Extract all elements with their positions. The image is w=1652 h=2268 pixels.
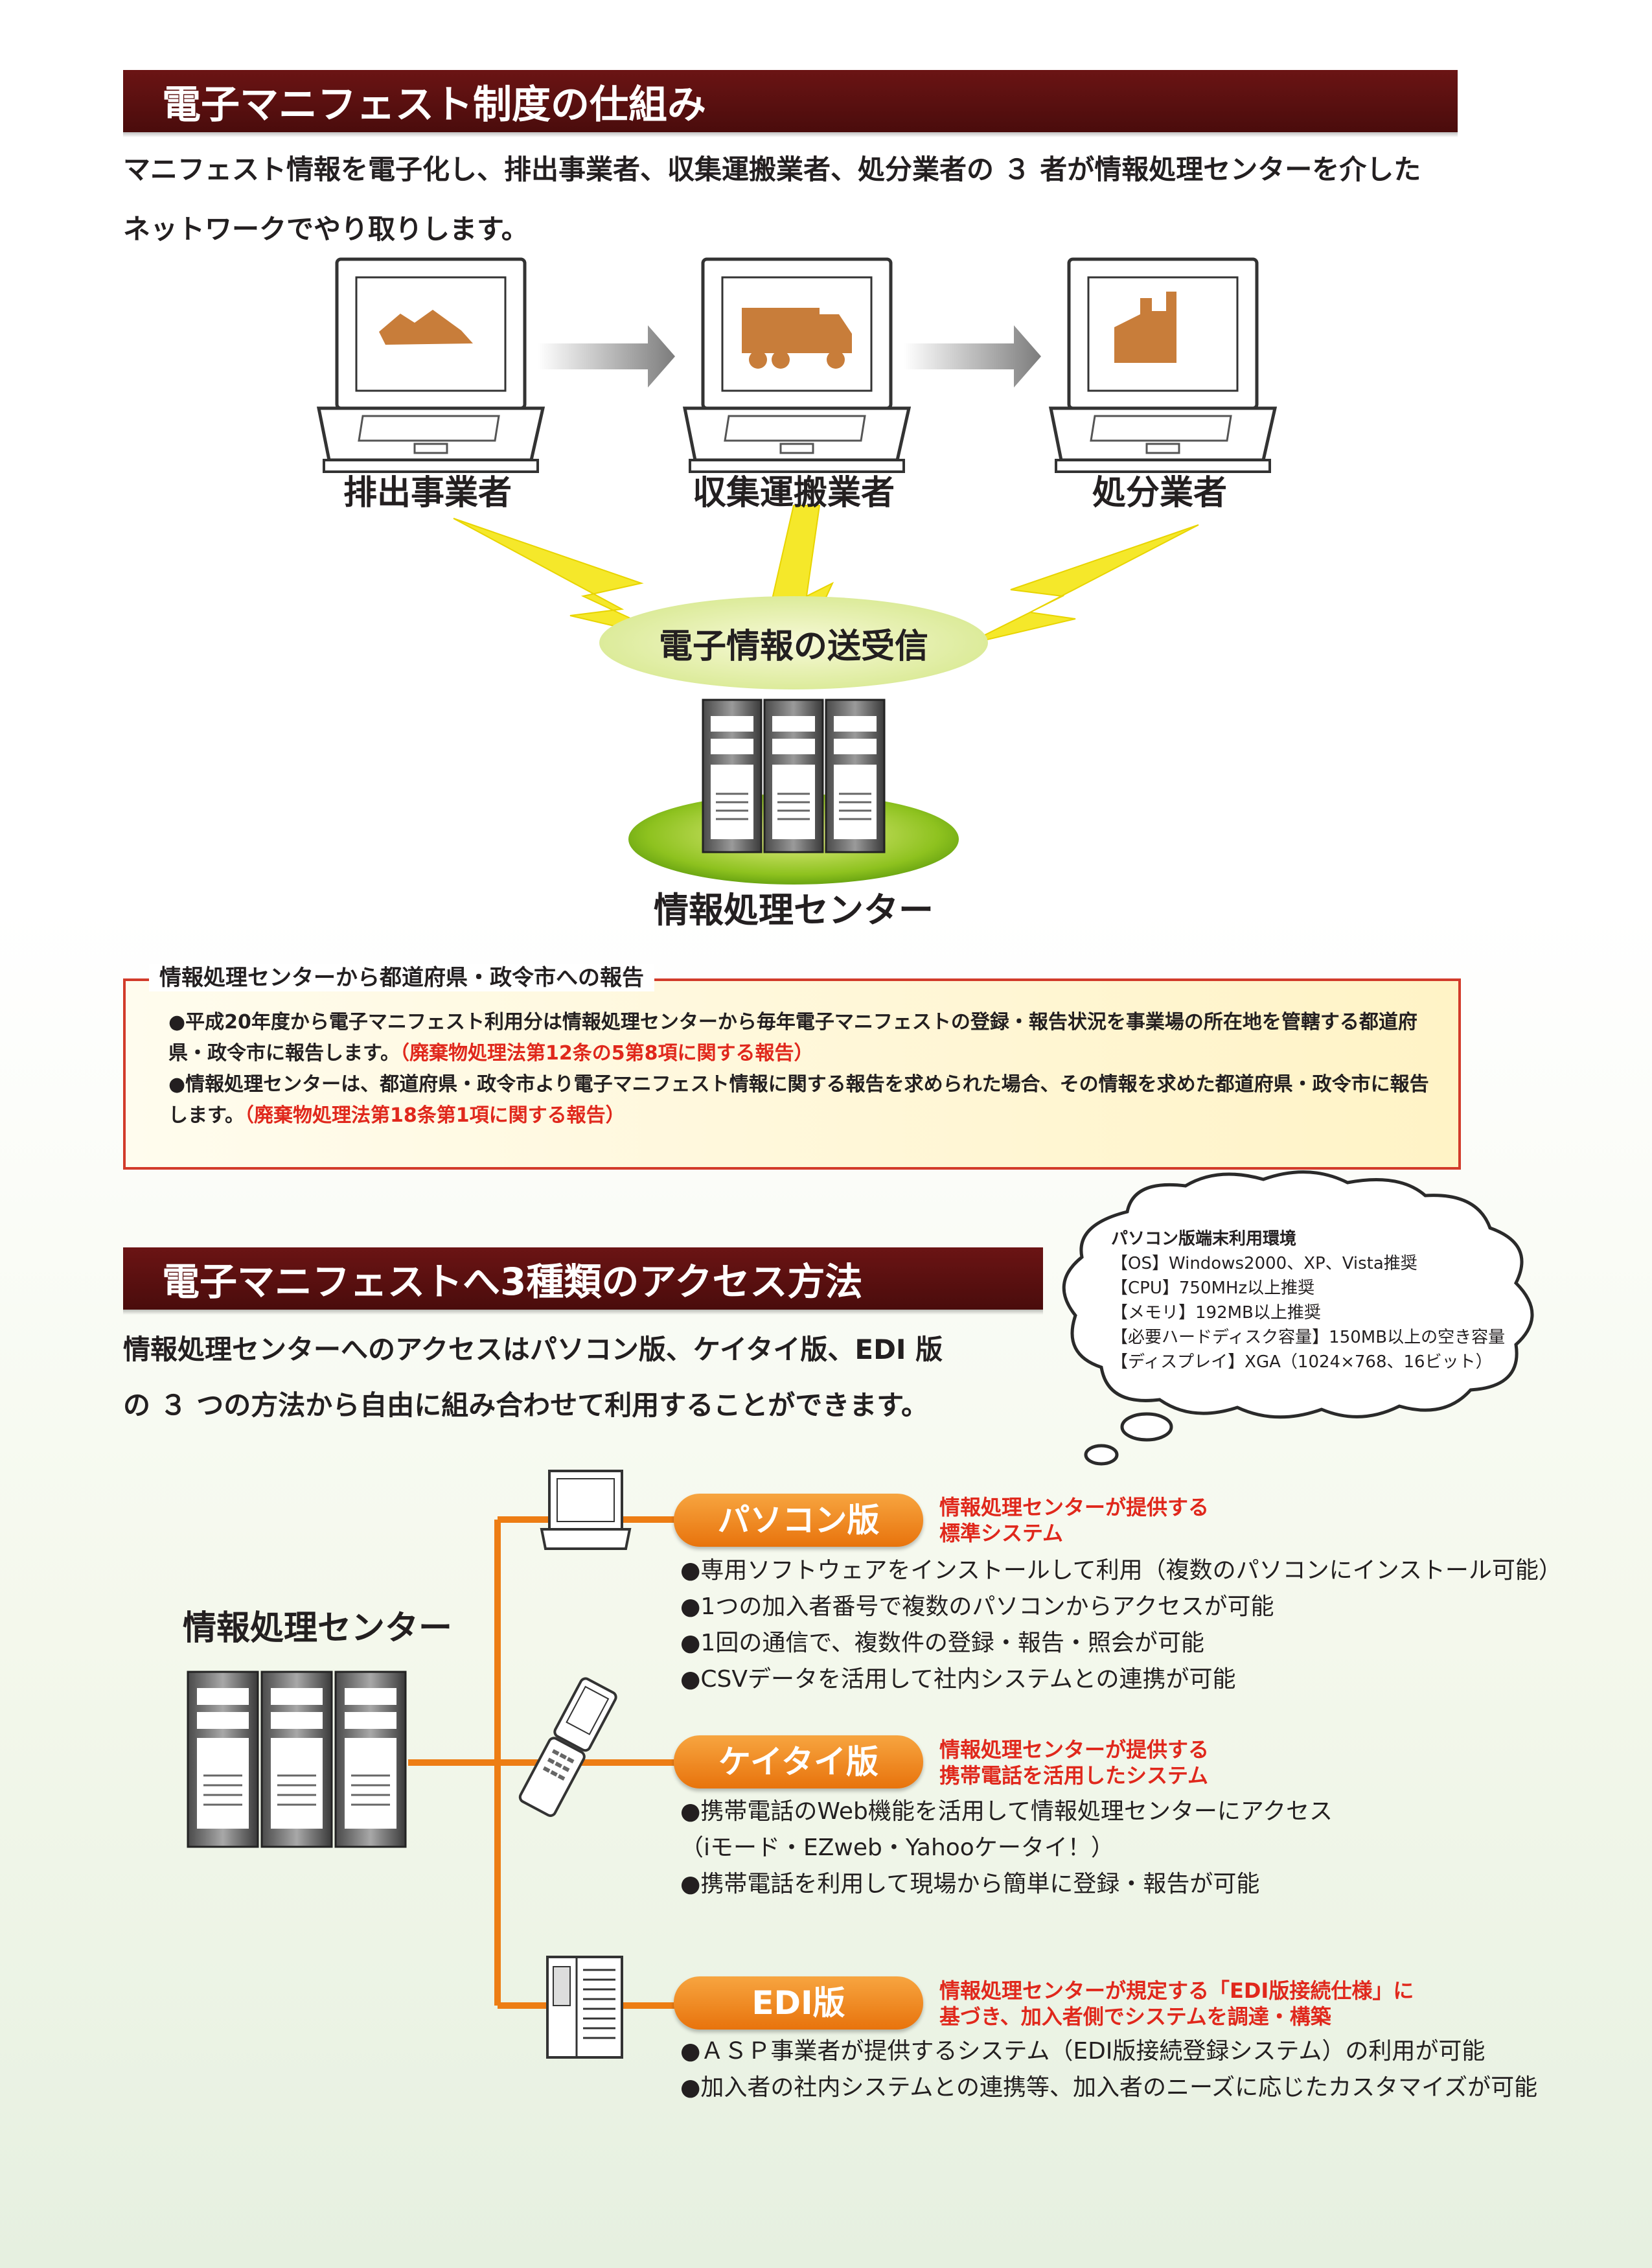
building-icon: [379, 310, 473, 345]
method-mobile-desc-line1: 情報処理センターが提供する: [939, 1737, 1210, 1762]
edi-system-icon: [546, 1956, 623, 2059]
lightning-bolt-right: [965, 524, 1199, 645]
notice-paragraph-2: ●情報処理センターは、都道府県・政令市より電子マニフェスト情報に関する報告を求め…: [168, 1069, 1432, 1131]
notice-p2-ref: （廃棄物処理法第18条第1項に関する報告）: [244, 1104, 625, 1127]
notice-paragraph-1: ●平成20年度から電子マニフェスト利用分は情報処理センターから毎年電子マニフェス…: [168, 1007, 1432, 1069]
report-notice-box: ●平成20年度から電子マニフェスト利用分は情報処理センターから毎年電子マニフェス…: [123, 978, 1461, 1170]
cloud-line-cpu: 【CPU】750MHz以上推奨: [1111, 1279, 1315, 1298]
server-icon-access: [187, 1671, 407, 1848]
section2-intro-line1: 情報処理センターへのアクセスはパソコン版、ケイタイ版、EDI 版: [123, 1334, 943, 1365]
section2-title: 電子マニフェストへ3種類のアクセス方法: [162, 1260, 863, 1304]
section2-intro-line2: の ３ つの方法から自由に組み合わせて利用することができます。: [123, 1389, 929, 1421]
section1-intro: マニフェスト情報を電子化し、排出事業者、収集運搬業者、処分業者の ３ 者が情報処…: [123, 140, 1516, 259]
flow-arrow-1: [538, 325, 675, 388]
list-item: ●専用ソフトウェアをインストールして利用（複数のパソコンにインストール可能）: [680, 1557, 1562, 1584]
notice-title: 情報処理センターから都道府県・政令市への報告: [149, 964, 654, 991]
section1-intro-line1: マニフェスト情報を電子化し、排出事業者、収集運搬業者、処分業者の ３ 者が情報処…: [123, 154, 1421, 185]
section2-intro: 情報処理センターへのアクセスはパソコン版、ケイタイ版、EDI 版 の ３ つの方…: [123, 1322, 1095, 1433]
laptop-icon-discharger: [316, 257, 545, 473]
method-pc-desc-line1: 情報処理センターが提供する: [939, 1495, 1210, 1520]
method-edi-features: ●ＡＳＰ事業者が提供するシステム（EDI版接続登録システム）の利用が可能 ●加入…: [680, 2033, 1639, 2106]
method-edi-badge: EDI版: [674, 1976, 923, 2030]
cloud-line-disk: 【必要ハードディスク容量】150MB以上の空き容量: [1111, 1328, 1506, 1347]
method-mobile-features: ●携帯電話のWeb機能を活用して情報処理センターにアクセス （iモード・EZwe…: [680, 1794, 1626, 1903]
method-mobile-desc-line2: 携帯電話を活用したシステム: [939, 1763, 1209, 1788]
method-pc-desc: 情報処理センターが提供する 標準システム: [939, 1494, 1393, 1546]
flow-arrow-2: [904, 325, 1041, 388]
exchange-label: 電子情報の送受信: [658, 627, 928, 666]
method-pc-desc-line2: 標準システム: [939, 1521, 1064, 1545]
server-icon-top: [702, 699, 886, 853]
notice-p2-text: ●情報処理センターは、都道府県・政令市より電子マニフェスト情報に関する報告を求め…: [168, 1073, 1429, 1127]
section2-title-banner: 電子マニフェストへ3種類のアクセス方法: [123, 1247, 1043, 1315]
list-item: ●携帯電話を利用して現場から簡単に登録・報告が可能: [680, 1871, 1260, 1897]
cloud-line-memory: 【メモリ】192MB以上推奨: [1111, 1303, 1321, 1323]
node-label-collector: 収集運搬業者: [692, 474, 895, 513]
method-pc-badge: パソコン版: [674, 1494, 923, 1547]
laptop-icon-disposer: [1048, 257, 1278, 473]
notice-p1-ref: （廃棄物処理法第12条の5第8項に関する報告）: [400, 1042, 814, 1065]
notice-p1-text: ●平成20年度から電子マニフェスト利用分は情報処理センターから毎年電子マニフェス…: [168, 1011, 1417, 1065]
list-item: ●CSVデータを活用して社内システムとの連携が可能: [680, 1666, 1236, 1693]
list-item: ●1つの加入者番号で複数のパソコンからアクセスが可能: [680, 1593, 1274, 1620]
list-item: （iモード・EZweb・Yahooケータイ！）: [680, 1834, 1114, 1861]
cloud-title: パソコン版端末利用環境: [1111, 1229, 1297, 1249]
method-edi-desc-line2: 基づき、加入者側でシステムを調達・構築: [939, 2004, 1331, 2029]
method-edi-desc-line1: 情報処理センターが規定する「EDI版接続仕様」に: [939, 1978, 1414, 2003]
node-label-discharger: 排出事業者: [343, 474, 512, 513]
list-item: ●1回の通信で、複数件の登録・報告・照会が可能: [680, 1630, 1204, 1656]
network-diagram: [316, 257, 1278, 885]
method-pc-features: ●専用ソフトウェアをインストールして利用（複数のパソコンにインストール可能） ●…: [680, 1553, 1626, 1698]
method-mobile-badge: ケイタイ版: [674, 1735, 923, 1788]
mobile-phone-icon: [518, 1677, 617, 1817]
method-mobile-desc: 情報処理センターが提供する 携帯電話を活用したシステム: [939, 1737, 1393, 1788]
exchange-ellipse: [599, 596, 988, 689]
list-item: ●ＡＳＰ事業者が提供するシステム（EDI版接続登録システム）の利用が可能: [680, 2038, 1486, 2065]
node-label-disposer: 処分業者: [1092, 474, 1227, 513]
center-label-access: 情報処理センター: [182, 1609, 452, 1648]
laptop-icon-collector: [682, 257, 912, 473]
cloud-line-os: 【OS】Windows2000、XP、Vista推奨: [1111, 1254, 1417, 1273]
cloud-line-display: 【ディスプレイ】XGA（1024×768、16ビット）: [1111, 1352, 1493, 1372]
access-diagram: [187, 1470, 680, 2059]
section1-title-banner: 電子マニフェスト制度の仕組み: [123, 70, 1458, 137]
factory-icon: [1114, 292, 1176, 363]
cloud-content: パソコン版端末利用環境 【OS】Windows2000、XP、Vista推奨 【…: [1111, 1227, 1526, 1374]
section1-title: 電子マニフェスト制度の仕組み: [162, 82, 706, 128]
list-item: ●加入者の社内システムとの連携等、加入者のニーズに応じたカスタマイズが可能: [680, 2074, 1538, 2101]
pc-icon: [540, 1470, 632, 1550]
requirements-cloud: [1062, 1170, 1534, 1466]
truck-icon: [742, 308, 852, 369]
list-item: ●携帯電話のWeb機能を活用して情報処理センターにアクセス: [680, 1798, 1333, 1825]
center-label-top: 情報処理センター: [654, 890, 934, 931]
method-edi-desc: 情報処理センターが規定する「EDI版接続仕様」に 基づき、加入者側でシステムを調…: [939, 1978, 1522, 2030]
section1-intro-line2: ネットワークでやり取りします。: [123, 213, 529, 245]
